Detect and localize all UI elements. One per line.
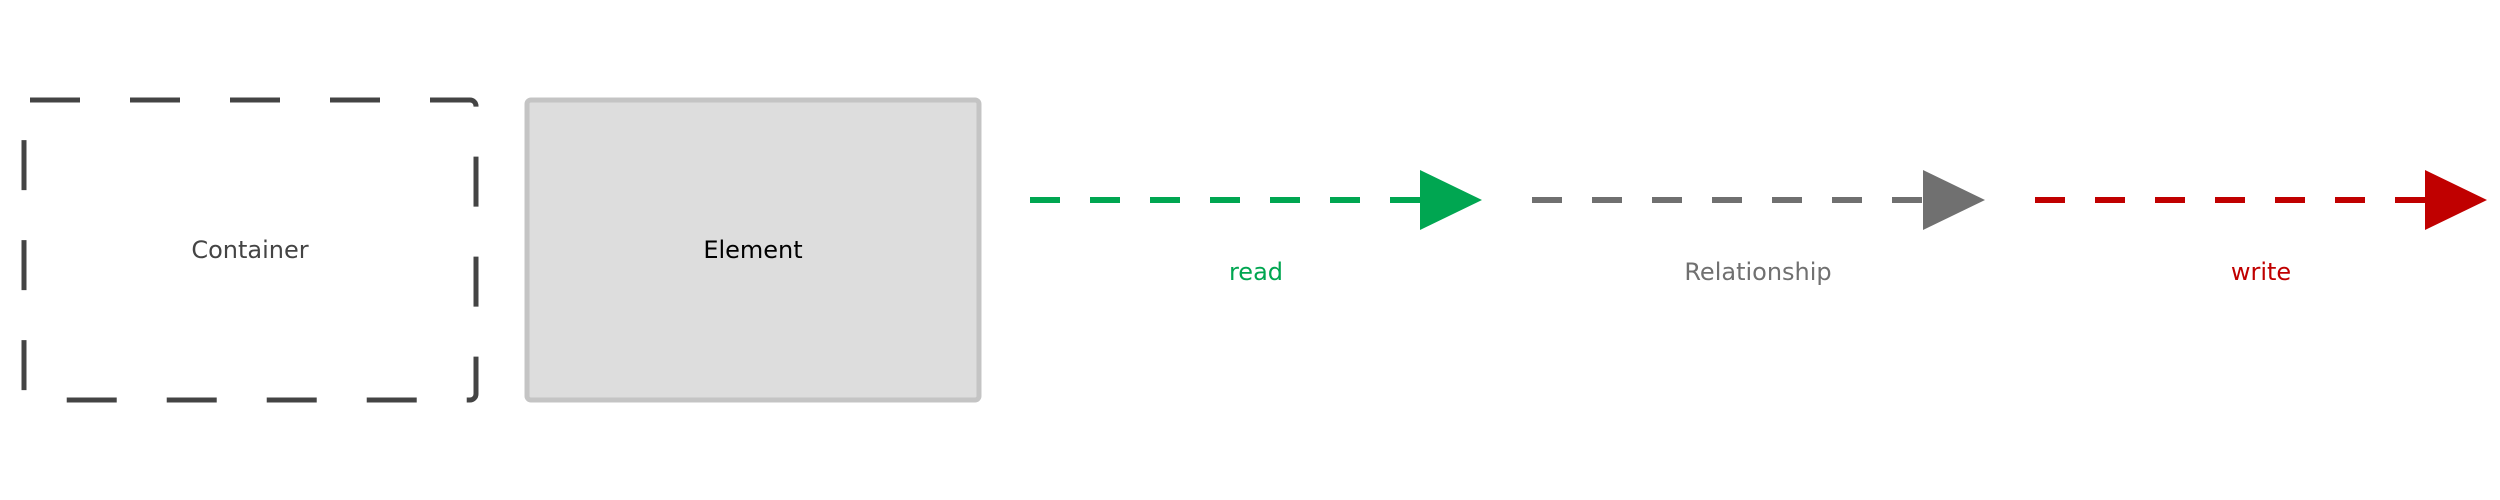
read-arrow-head — [1420, 170, 1482, 230]
read-label: read — [1229, 258, 1283, 286]
relationship-generic: Relationship — [1532, 170, 1985, 286]
container-shape: Container — [21, 97, 479, 403]
relationship-arrow-head — [1923, 170, 1985, 230]
container-label: Container — [191, 236, 308, 264]
write-label: write — [2231, 258, 2291, 286]
element-box — [524, 97, 982, 403]
relationship-read: read — [1030, 170, 1482, 286]
element-label: Element — [703, 236, 802, 264]
relationship-write: write — [2035, 170, 2487, 286]
element-shape: Element — [524, 97, 982, 403]
write-arrow-head — [2425, 170, 2487, 230]
relationship-label: Relationship — [1684, 258, 1831, 286]
container-border — [21, 97, 479, 403]
